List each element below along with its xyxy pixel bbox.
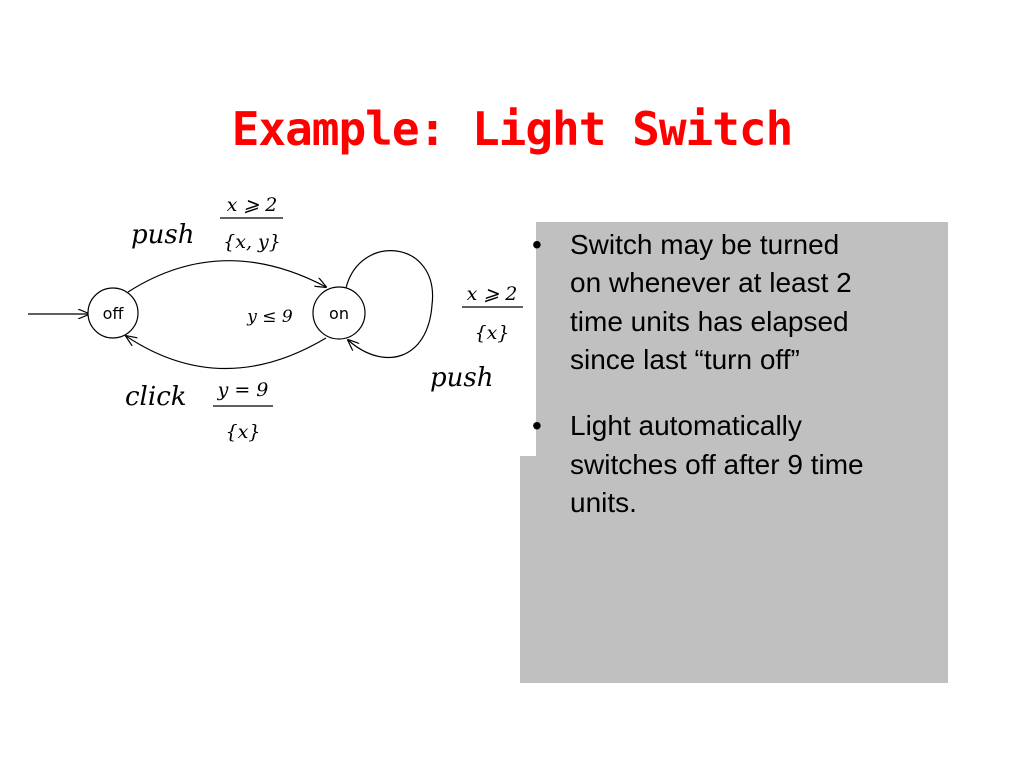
state-on-label: on (329, 304, 349, 323)
push-on-guard: x ⩾ 2 (227, 194, 278, 216)
click-reset: {x} (226, 421, 261, 443)
bullet-line: since last “turn off” (570, 344, 800, 376)
bullet-marker: • (532, 229, 542, 260)
slide-title: Example: Light Switch (231, 102, 794, 156)
state-off (87, 287, 139, 339)
push-on-label: push (131, 220, 194, 250)
edge-on-self-loop (345, 250, 434, 359)
edge-off-to-on (127, 260, 326, 293)
bullet-item: • Light automatically switches off after… (528, 407, 938, 522)
bullet-item: • Switch may be turned on whenever at le… (528, 226, 938, 379)
bullet-line: on whenever at least 2 (570, 267, 852, 299)
push-self-label: push (430, 363, 493, 393)
text-panel (520, 222, 948, 683)
bullet-line: units. (570, 487, 637, 519)
bullet-line: switches off after 9 time (570, 448, 864, 480)
bullet-line: time units has elapsed (570, 305, 849, 337)
push-self-reset: {x} (475, 322, 510, 344)
bullet-list: • Switch may be turned on whenever at le… (528, 226, 938, 551)
state-on (312, 286, 366, 340)
push-self-guard: x ⩾ 2 (467, 283, 518, 305)
bullet-marker: • (532, 410, 542, 442)
bullet-line: Light automatically (570, 410, 802, 442)
edge-on-to-off (126, 336, 327, 370)
bullet-line: Switch may be turned (570, 229, 840, 260)
invariant-label: y ≤ 9 (246, 307, 293, 327)
state-off-label: off (103, 304, 125, 323)
panel-notch (508, 222, 536, 456)
click-label: click (125, 382, 187, 412)
push-on-reset: {x, y} (223, 231, 281, 253)
click-guard: y = 9 (217, 379, 269, 401)
